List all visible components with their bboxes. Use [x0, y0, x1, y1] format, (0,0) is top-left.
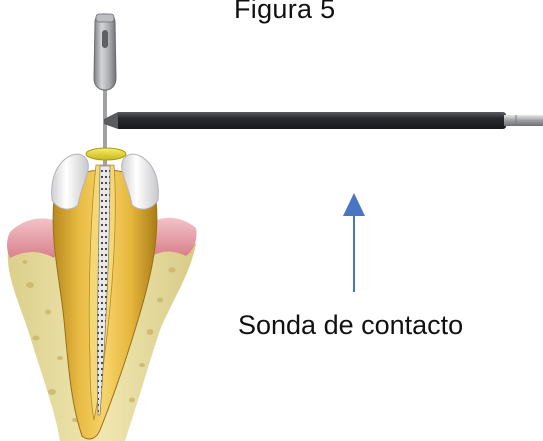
rubber-stopper [86, 148, 126, 160]
up-arrow-icon [343, 193, 365, 292]
probe-tip [504, 115, 543, 126]
probe-label: Sonda de contacto [238, 310, 518, 341]
arrow-head [343, 193, 365, 216]
file-handle-cap [96, 14, 114, 22]
probe-rod [116, 112, 506, 129]
file-handle-slot [102, 30, 108, 48]
contact-probe-icon [104, 112, 543, 129]
file-handle [94, 14, 116, 90]
